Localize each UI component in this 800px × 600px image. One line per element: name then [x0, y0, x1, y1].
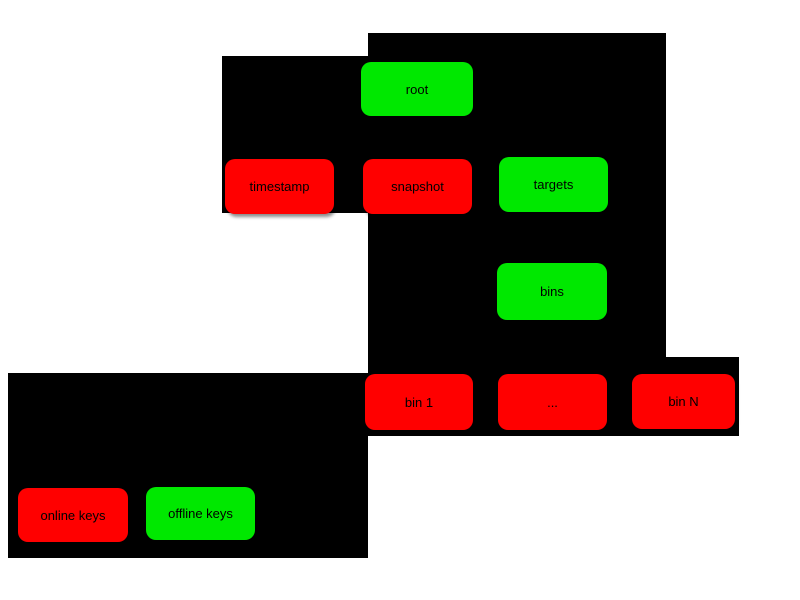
node-bin-n: bin N — [632, 374, 735, 429]
node-bin-n-label: bin N — [668, 394, 699, 409]
node-bins-label: bins — [540, 284, 564, 299]
node-root-label: root — [405, 81, 429, 97]
node-targets-label: targets — [533, 177, 574, 192]
node-bins: bins — [497, 263, 607, 320]
node-bin-1-label: bin 1 — [404, 394, 434, 410]
legend-online-keys: online keys — [18, 488, 128, 542]
node-targets: targets — [499, 157, 608, 212]
node-bin-ellipsis-label: ... — [547, 394, 558, 410]
node-timestamp-label: timestamp — [249, 179, 310, 194]
legend-online-keys-label: online keys — [40, 507, 106, 523]
legend-offline-keys: offline keys — [146, 487, 255, 540]
node-snapshot: snapshot — [363, 159, 472, 214]
node-snapshot-label: snapshot — [391, 179, 444, 194]
node-bin-ellipsis: ... — [498, 374, 607, 430]
node-bin-1: bin 1 — [365, 374, 473, 430]
node-root: root — [361, 62, 473, 116]
legend-offline-keys-label: offline keys — [168, 506, 233, 521]
node-timestamp: timestamp — [225, 159, 334, 214]
